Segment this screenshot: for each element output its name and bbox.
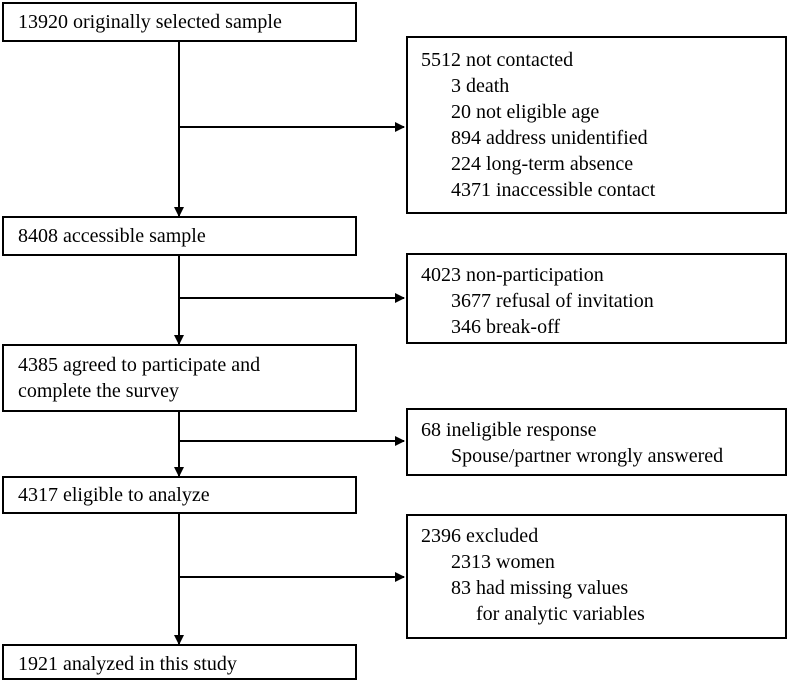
exclusion-excluded: 2396 excluded 2313 women 83 had missing … [406, 514, 787, 639]
step-accessible-sample: 8408 accessible sample [2, 216, 357, 256]
exclusion-ineligible-response: 68 ineligible response Spouse/partner wr… [406, 408, 787, 476]
step-analyzed: 1921 analyzed in this study [2, 644, 357, 680]
exclusion-item: 3677 refusal of invitation [451, 290, 654, 312]
step-agreed-to-participate: 4385 agreed to participate and complete … [2, 344, 357, 412]
step-label: 4317 eligible to analyze [18, 484, 210, 506]
exclusion-item: 4371 inaccessible contact [451, 179, 656, 201]
exclusion-title: 4023 non-participation [421, 264, 604, 286]
step-originally-selected: 13920 originally selected sample [2, 2, 357, 42]
step-label-line-2: complete the survey [18, 380, 180, 402]
step-label: 13920 originally selected sample [18, 11, 282, 33]
step-label: 8408 accessible sample [18, 225, 206, 247]
step-label: 1921 analyzed in this study [18, 653, 237, 675]
exclusion-title: 2396 excluded [421, 525, 539, 547]
step-label-line-1: 4385 agreed to participate and [18, 354, 261, 376]
step-eligible-to-analyze: 4317 eligible to analyze [2, 476, 357, 514]
exclusion-not-contacted: 5512 not contacted 3 death 20 not eligib… [406, 36, 787, 214]
exclusion-item: 894 address unidentified [451, 127, 648, 149]
exclusion-item: 2313 women [451, 551, 555, 573]
exclusion-non-participation: 4023 non-participation 3677 refusal of i… [406, 253, 787, 344]
exclusion-item: 20 not eligible age [451, 101, 600, 123]
exclusion-item: 3 death [451, 75, 510, 97]
exclusion-title: 68 ineligible response [421, 419, 597, 441]
exclusion-item-continuation: for analytic variables [476, 603, 645, 625]
exclusion-item: 83 had missing values [451, 577, 629, 599]
exclusion-title: 5512 not contacted [421, 49, 574, 71]
exclusion-item: 224 long-term absence [451, 153, 634, 175]
exclusion-item: 346 break-off [451, 316, 561, 338]
exclusion-item: Spouse/partner wrongly answered [451, 445, 724, 467]
